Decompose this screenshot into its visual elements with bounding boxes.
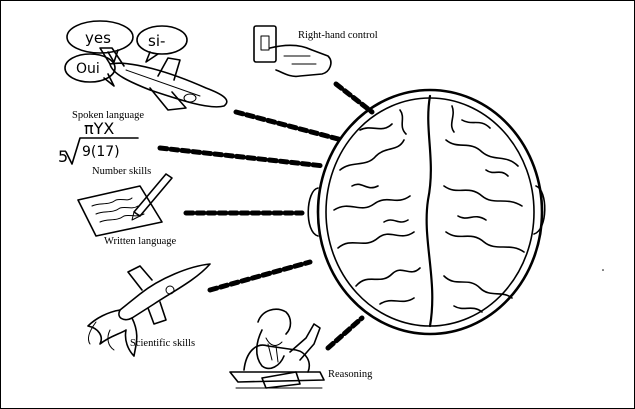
connector-lines [160, 84, 372, 348]
thinker-icon [230, 309, 324, 388]
bubble-yes: yes [85, 29, 111, 47]
connector-right-hand [336, 84, 372, 112]
formula-coefficient: 5 [58, 147, 68, 166]
formula-top: πYX [84, 119, 114, 138]
connector-number [160, 148, 324, 166]
label-scientific-skills: Scientific skills [130, 338, 195, 349]
brain-icon [308, 90, 545, 334]
label-right-hand-control: Right-hand control [298, 30, 378, 41]
airplane-icon [100, 48, 227, 110]
connector-spoken [236, 112, 342, 140]
writing-hand-icon [78, 174, 172, 236]
label-number-skills: Number skills [92, 166, 151, 177]
formula-icon: 5 πYX 9(17) [58, 119, 138, 166]
formula-radicand: 9(17) [82, 144, 120, 160]
connector-reasoning [328, 318, 362, 348]
label-reasoning: Reasoning [328, 369, 373, 380]
bubble-si: si- [148, 32, 165, 50]
stray-dot [602, 269, 604, 271]
bubble-oui: Oui [76, 61, 100, 77]
connector-scientific [210, 262, 310, 290]
label-written-language: Written language [104, 236, 177, 247]
